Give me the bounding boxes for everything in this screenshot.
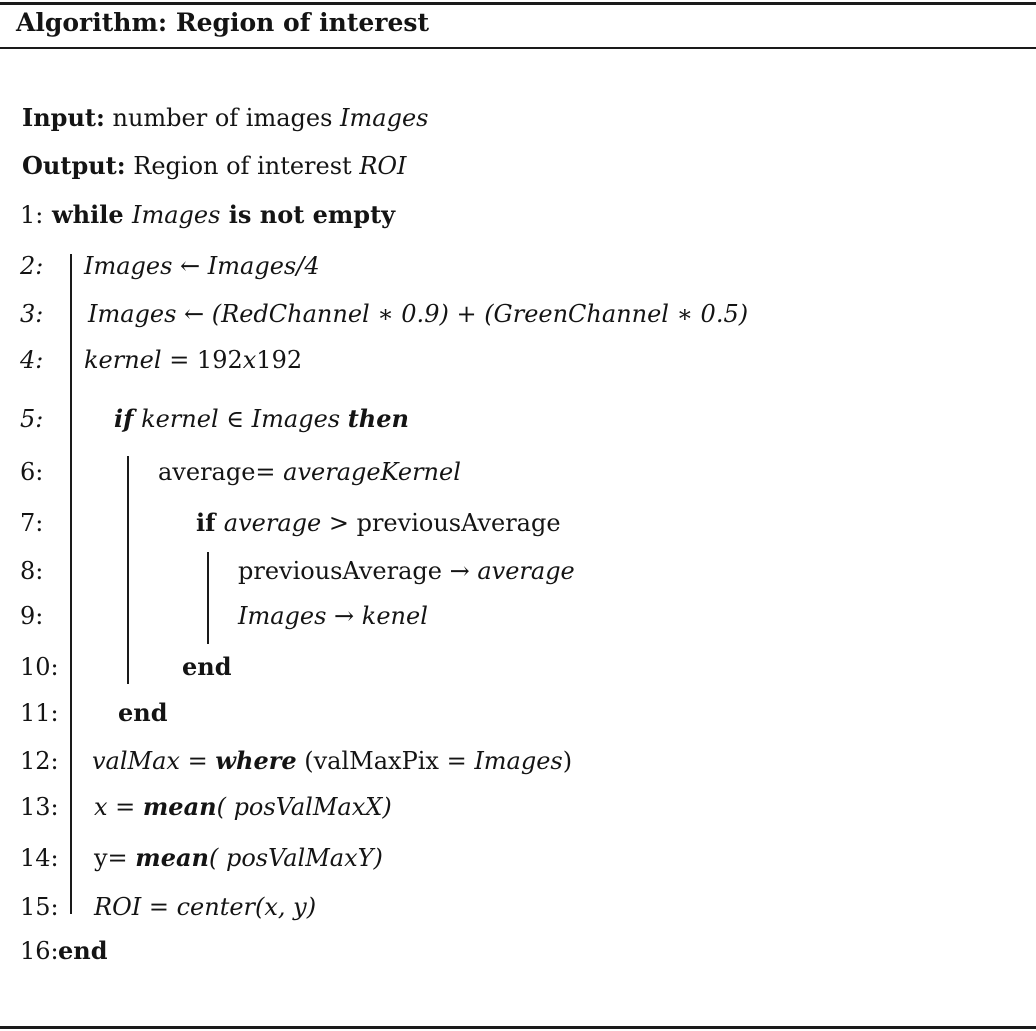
line-code: kernel = 192x192 [84,343,302,377]
line-number: 2: [20,252,44,280]
line-number: 11: [20,699,59,727]
algorithm-title: Algorithm: Region of interest [16,8,430,37]
output-line: Output: Region of interest ROI [22,149,407,183]
code-token: Images [131,201,221,229]
code-token: (valMaxPix = [296,747,475,775]
line-code: y= mean( posValMaxY) [94,841,383,875]
code-token: end [182,652,232,681]
line-code: end [58,934,108,968]
line-number: 6: [20,458,44,486]
code-token: x [242,346,257,374]
code-token: kernel [84,346,162,374]
line-number: 5: [20,405,44,433]
code-token: previousAverage [356,509,561,537]
output-var: ROI [359,152,407,180]
line-code: average= averageKernel [158,455,461,489]
line-code: x = mean( posValMaxX) [94,790,392,824]
title-rule [0,47,1036,49]
code-token: end [58,936,108,965]
code-token: average= [158,458,284,486]
code-token: mean [135,843,209,872]
line-number: 8: [20,557,44,585]
code-token: Images [474,747,563,775]
line-number: 9: [20,602,44,630]
code-token: ( posValMaxY) [208,844,383,872]
line-number: 10: [20,653,59,681]
input-line: Input: number of images Images [22,101,428,135]
code-token: Images ← (RedChannel ∗ 0.9) + (GreenChan… [88,300,749,328]
code-token: ROI = center(x, y) [94,893,317,921]
line-code: Images → kenel [238,599,428,633]
code-token: y= [94,844,136,872]
line-number: 7: [20,509,44,537]
code-token: average > [223,509,357,537]
code-token: mean [142,792,217,821]
code-token: where [215,746,297,775]
top-rule [0,2,1036,5]
code-token: valMax = [92,747,216,775]
code-token: if [114,404,134,433]
line-code: if kernel ∈ Images then [114,402,409,436]
line-number: 12: [20,747,59,775]
code-token: Images → kenel [238,602,428,630]
line-code: if average > previousAverage [196,506,561,540]
inner-if-body-bar [207,552,209,644]
code-token: previousAverage → [238,557,478,585]
input-text: number of images [104,104,341,132]
code-token: if [196,508,224,537]
output-label: Output: [22,151,126,180]
code-token: = 192 [161,346,243,374]
line-number: 13: [20,793,59,821]
code-token: ) [562,747,573,775]
line-number: 4: [20,346,44,374]
line-code: Images ← (RedChannel ∗ 0.9) + (GreenChan… [88,297,748,331]
line-code: while Images is not empty [52,198,395,232]
code-token: is not empty [220,200,396,229]
code-token: averageKernel [283,458,461,486]
line-number: 3: [20,300,44,328]
code-token: 192 [256,346,303,374]
code-token: ( posValMaxX) [216,793,392,821]
line-code: end [182,650,232,684]
code-token: average [477,557,575,585]
line-code: Images ← Images/4 [84,249,320,283]
line-code: previousAverage → average [238,554,575,588]
code-token: then [347,404,409,433]
output-text: Region of interest [125,152,360,180]
code-token: kernel ∈ Images [133,405,348,433]
line-number: 16: [20,937,59,965]
input-var: Images [340,104,429,132]
while-body-bar [70,254,72,914]
line-code: ROI = center(x, y) [94,890,316,924]
if-body-bar [127,456,129,684]
line-code: end [118,696,168,730]
bottom-rule [0,1026,1036,1029]
code-token: while [52,200,132,229]
line-number: 15: [20,893,59,921]
code-token: Images ← Images/4 [84,252,320,280]
line-number: 14: [20,844,59,872]
code-token: x = [94,793,143,821]
input-label: Input: [22,103,105,132]
line-number: 1: [20,201,44,229]
code-token: end [118,698,168,727]
line-code: valMax = where (valMaxPix = Images) [92,744,572,778]
